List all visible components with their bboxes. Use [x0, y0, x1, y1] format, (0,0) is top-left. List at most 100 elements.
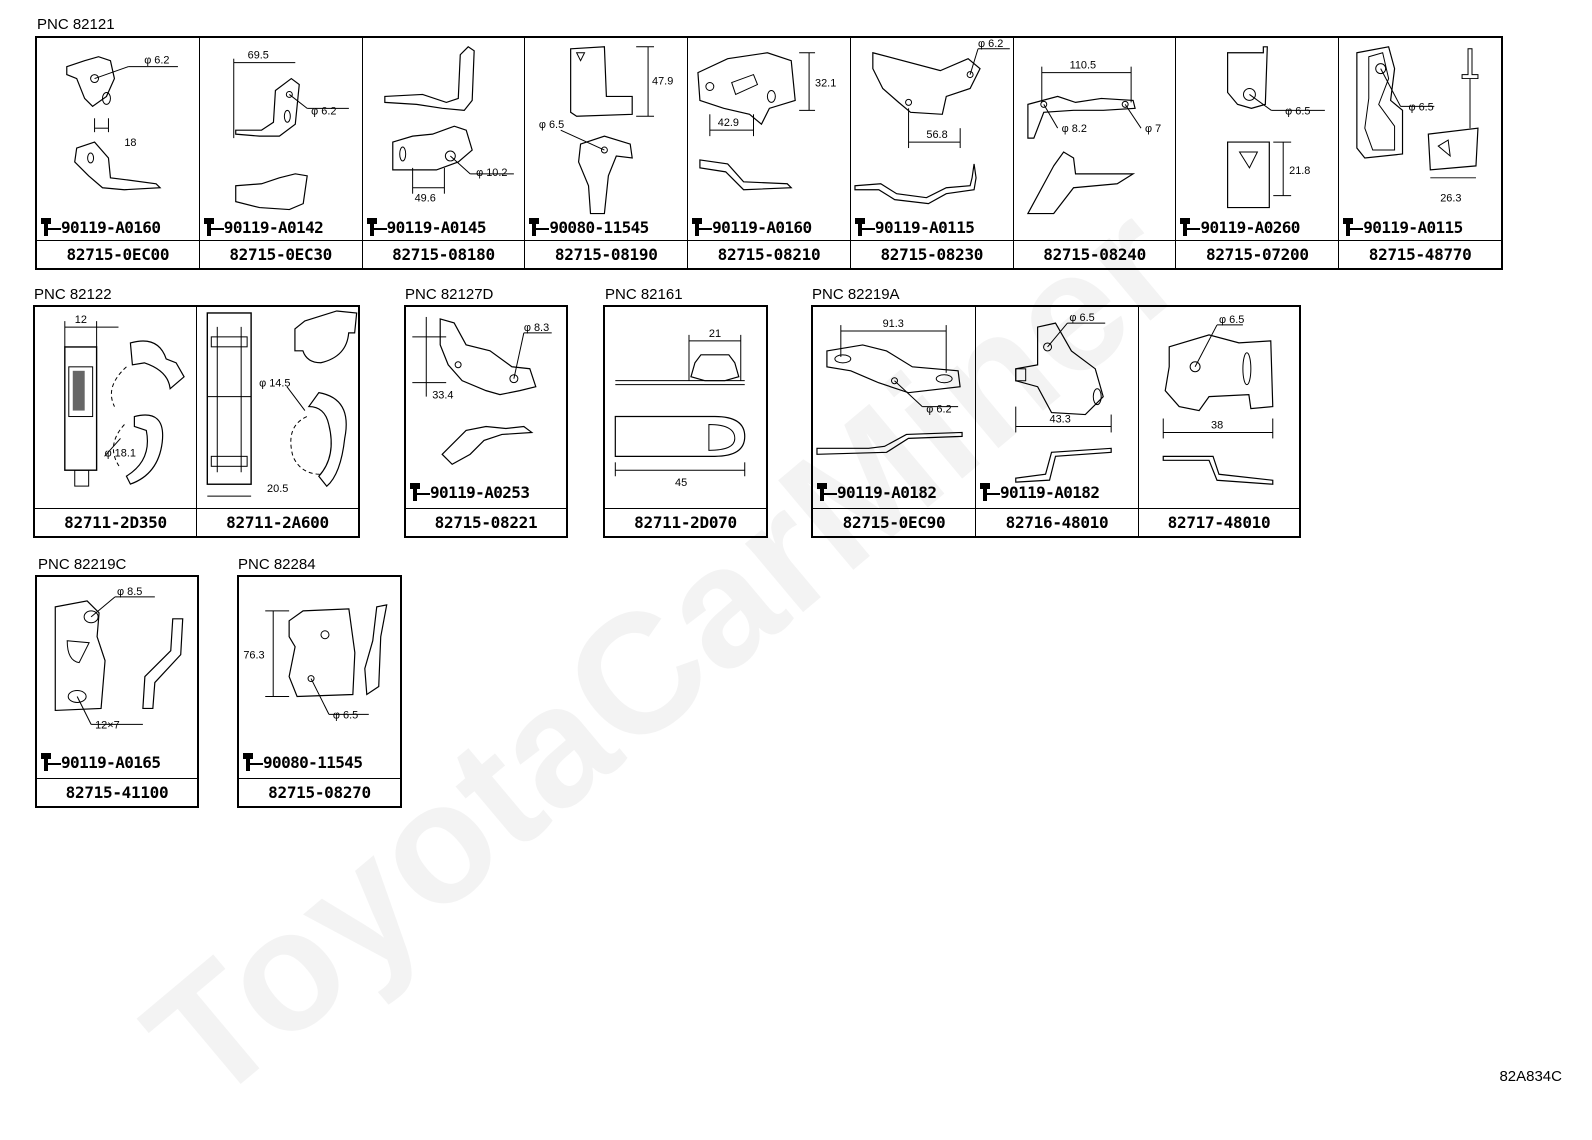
- bolt-callout: 90119-A0115: [853, 216, 975, 238]
- bracket-drawing: φ 6.2 56.8: [854, 38, 1010, 205]
- bolt-icon: [854, 218, 875, 236]
- part-number[interactable]: 82717-48010: [1139, 508, 1299, 536]
- part-number[interactable]: 82715-41100: [37, 778, 197, 806]
- bolt-icon: [529, 218, 550, 236]
- bolt-callout: 90080-11545: [241, 751, 363, 773]
- group-82219C: φ 8.5 12×7 90119-A0165 82715-41100: [35, 575, 199, 808]
- clip-drawing: 21 45: [614, 328, 746, 489]
- part-number[interactable]: 82715-08230: [850, 240, 1013, 268]
- part-cell[interactable]: 110.5 φ 8.2 φ 7 82715-08240: [1013, 38, 1177, 268]
- bracket-drawing: 49.6 φ 10.2: [383, 46, 514, 205]
- part-number[interactable]: 82715-0EC00: [37, 240, 199, 268]
- part-cell[interactable]: φ 6.5 26.3 90119-A0115 82715-48770: [1339, 38, 1502, 268]
- dim-height: 32.1: [815, 78, 836, 90]
- dim-diameter: φ 8.3: [524, 322, 549, 334]
- bracket-drawing: φ 8.3 33.4: [412, 316, 552, 466]
- part-cell[interactable]: 21 45 82711-2D070: [605, 307, 766, 536]
- dim-width: 21: [709, 328, 721, 340]
- bolt-icon: [41, 218, 61, 236]
- bolt-part-number: 90119-A0160: [712, 217, 812, 237]
- bracket-drawing: 69.5 φ 6.2: [233, 50, 349, 211]
- group-82122: 12 φ 18.1 82711-2D350 φ 14.5 20.5 82711-…: [33, 305, 360, 538]
- part-cell[interactable]: 47.9 φ 6.5 90080-11545 82715-08190: [525, 38, 689, 268]
- bracket-drawing: φ 6.5 26.3: [1356, 46, 1479, 205]
- part-cell[interactable]: φ 6.5 21.8 90119-A0260 82715-07200: [1176, 38, 1340, 268]
- dim-diameter: φ 6.5: [1219, 314, 1244, 326]
- part-number[interactable]: 82715-08221: [406, 508, 566, 536]
- part-number[interactable]: 82711-2A600: [197, 508, 358, 536]
- dim-length: 18: [124, 137, 136, 149]
- part-cell[interactable]: φ 6.2 18 90119-A0160 82715-0EC00: [37, 38, 200, 268]
- bracket-drawing: φ 6.5 43.3: [1015, 312, 1112, 483]
- group-82127D: φ 8.3 33.4 90119-A0253 82715-08221: [404, 305, 568, 538]
- dim-length: 43.3: [1050, 413, 1071, 425]
- group-82121: φ 6.2 18 90119-A0160 82715-0EC00 69.5 φ …: [35, 36, 1503, 270]
- bolt-icon: [410, 483, 430, 501]
- bolt-part-number: 90119-A0260: [1200, 217, 1300, 237]
- bolt-part-number: 90119-A0182: [837, 482, 937, 502]
- dim-length: 110.5: [1069, 60, 1095, 72]
- dim-diameter: φ 18.1: [105, 447, 136, 459]
- part-number[interactable]: 82715-0EC90: [813, 508, 975, 536]
- dim-length: 26.3: [1440, 193, 1461, 205]
- part-cell[interactable]: φ 8.3 33.4 90119-A0253 82715-08221: [406, 307, 566, 536]
- bolt-part-number: 90119-A0160: [61, 217, 161, 237]
- dim-length: 91.3: [883, 318, 904, 330]
- bracket-drawing: 91.3 φ 6.2: [816, 318, 963, 455]
- part-cell[interactable]: 69.5 φ 6.2 90119-A0142 82715-0EC30: [199, 38, 363, 268]
- bolt-callout: 90119-A0182: [978, 481, 1100, 503]
- part-number[interactable]: 82716-48010: [976, 508, 1138, 536]
- part-cell[interactable]: φ 14.5 20.5 82711-2A600: [197, 307, 358, 536]
- group-label-82122: PNC 82122: [34, 286, 112, 303]
- dim-diameter: φ 7: [1145, 123, 1161, 135]
- group-label-82219A: PNC 82219A: [812, 286, 900, 303]
- part-number[interactable]: 82715-08210: [688, 240, 850, 268]
- bracket-drawing: φ 6.2 18: [66, 55, 178, 191]
- bolt-icon: [1180, 218, 1201, 236]
- part-cell[interactable]: 32.1 42.9 90119-A0160 82715-08210: [688, 38, 851, 268]
- part-number[interactable]: 82711-2D070: [605, 508, 766, 536]
- dim-length: 56.8: [926, 129, 947, 141]
- part-number[interactable]: 82715-08180: [362, 240, 525, 268]
- part-number[interactable]: 82715-07200: [1176, 240, 1339, 268]
- dim-length: 45: [675, 477, 687, 489]
- part-cell[interactable]: φ 6.5 43.3 90119-A0182 82716-48010: [976, 307, 1139, 536]
- part-cell[interactable]: 91.3 φ 6.2 90119-A0182 82715-0EC90: [813, 307, 976, 536]
- bracket-drawing: 110.5 φ 8.2 φ 7: [1026, 60, 1161, 215]
- bolt-icon: [243, 753, 263, 771]
- group-label-82284: PNC 82284: [238, 556, 316, 573]
- bolt-part-number: 90119-A0115: [1363, 217, 1463, 237]
- part-cell[interactable]: 76.3 φ 6.5 90080-11545 82715-08270: [239, 577, 400, 806]
- dim-length: 42.9: [718, 117, 739, 129]
- dim-length: 38: [1211, 419, 1223, 431]
- bolt-part-number: 90119-A0253: [430, 482, 530, 502]
- bolt-icon: [1343, 218, 1364, 236]
- dim-diameter: φ 6.2: [926, 404, 951, 416]
- dim-diameter: φ 14.5: [259, 378, 290, 390]
- part-number[interactable]: 82715-08240: [1013, 240, 1176, 268]
- bolt-callout: 90119-A0115: [1341, 216, 1463, 238]
- dim-diameter: φ 8.5: [117, 586, 142, 598]
- dim-length: 49.6: [414, 193, 435, 205]
- part-cell[interactable]: φ 6.5 38 82717-48010: [1139, 307, 1299, 536]
- part-cell[interactable]: 12 φ 18.1 82711-2D350: [35, 307, 197, 536]
- group-82161: 21 45 82711-2D070: [603, 305, 768, 538]
- part-number[interactable]: 82715-0EC30: [199, 240, 362, 268]
- part-number[interactable]: 82715-48770: [1339, 240, 1502, 268]
- group-label-82219C: PNC 82219C: [38, 556, 127, 573]
- part-number[interactable]: 82715-08190: [525, 240, 688, 268]
- bracket-drawing: φ 6.5 21.8: [1227, 46, 1326, 209]
- dim-diameter: φ 6.5: [539, 119, 564, 131]
- part-cell[interactable]: φ 8.5 12×7 90119-A0165 82715-41100: [37, 577, 197, 806]
- dim-width: 20.5: [267, 483, 288, 495]
- clamp-drawing: 12 φ 18.1: [64, 314, 185, 487]
- part-cell[interactable]: 49.6 φ 10.2 90119-A0145 82715-08180: [362, 38, 526, 268]
- bolt-part-number: 90080-11545: [549, 217, 649, 237]
- bolt-icon: [692, 218, 713, 236]
- dim-width: 12: [75, 314, 87, 326]
- part-number[interactable]: 82711-2D350: [35, 508, 196, 536]
- part-number[interactable]: 82715-08270: [239, 778, 400, 806]
- bolt-icon: [817, 483, 837, 501]
- dim-diameter: φ 6.5: [1409, 101, 1434, 113]
- part-cell[interactable]: φ 6.2 56.8 90119-A0115 82715-08230: [850, 38, 1014, 268]
